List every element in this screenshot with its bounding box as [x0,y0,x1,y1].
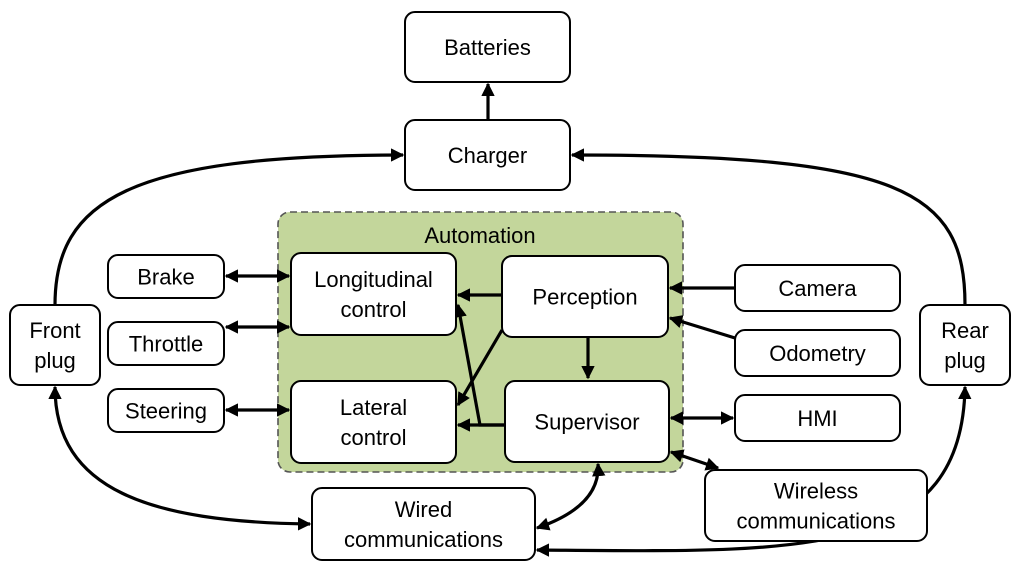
node-brake: Brake [107,254,225,299]
node-rear-plug-label: Rear [941,318,989,343]
node-odometry: Odometry [734,329,901,377]
node-steering: Steering [107,388,225,433]
edge-odometry-to-perception [668,315,736,340]
node-supervisor: Supervisor [504,380,670,463]
node-lateral-box [290,380,457,464]
node-wireless-label: communications [737,509,896,534]
edge-wireless-to-supervisor [669,449,720,471]
node-wired-label: Wired [395,497,452,522]
node-front-plug-label: Front [29,318,80,343]
node-batteries: Batteries [404,11,571,83]
node-throttle-box [107,321,225,366]
node-hmi-label: HMI [797,406,837,431]
node-rear-plug: Rear plug [919,304,1011,386]
node-throttle-label: Throttle [129,332,204,357]
edge-front-plug-to-wired [48,385,312,531]
automation-group-title: Automation [424,223,535,248]
node-hmi-box [734,394,901,442]
node-front-plug-label: plug [34,348,76,373]
node-brake-box [107,254,225,299]
node-lateral-label: control [340,425,406,450]
node-wired: Wired communications [311,487,536,561]
edge-front-plug-to-charger [53,148,405,306]
node-lateral-label: Lateral [340,395,407,420]
node-longitudinal-label: control [340,297,406,322]
node-charger-box [404,119,571,191]
node-hmi: HMI [734,394,901,442]
edge-perception-to-lateral [456,329,504,407]
node-rear-plug-box [919,304,1011,386]
node-perception-label: Perception [532,285,637,310]
node-wireless-box [704,469,928,542]
node-brake-label: Brake [137,265,194,290]
node-wired-label: communications [344,527,503,552]
node-odometry-box [734,329,901,377]
node-longitudinal: Longitudinal control [290,252,457,336]
node-supervisor-label: Supervisor [534,410,639,435]
node-longitudinal-box [290,252,457,336]
node-camera-label: Camera [778,276,857,301]
node-wired-box [311,487,536,561]
node-lateral: Lateral control [290,380,457,464]
node-camera: Camera [734,264,901,312]
node-wireless-label: Wireless [774,479,858,504]
node-longitudinal-label: Longitudinal [314,267,433,292]
node-throttle: Throttle [107,321,225,366]
node-perception-box [501,255,669,338]
node-odometry-label: Odometry [769,341,866,366]
node-front-plug: Front plug [9,304,101,386]
node-camera-box [734,264,901,312]
node-front-plug-box [9,304,101,386]
edge-rear-plug-to-charger [570,148,967,306]
edges-layer [48,82,972,557]
node-perception: Perception [501,255,669,338]
node-rear-plug-label: plug [944,348,986,373]
node-charger-label: Charger [448,143,527,168]
node-batteries-label: Batteries [444,35,531,60]
node-charger: Charger [404,119,571,191]
node-wireless: Wireless communications [704,469,928,542]
node-steering-label: Steering [125,399,207,424]
node-steering-box [107,388,225,433]
node-supervisor-box [504,380,670,463]
node-batteries-box [404,11,571,83]
edge-wired-to-supervisor [535,462,606,531]
